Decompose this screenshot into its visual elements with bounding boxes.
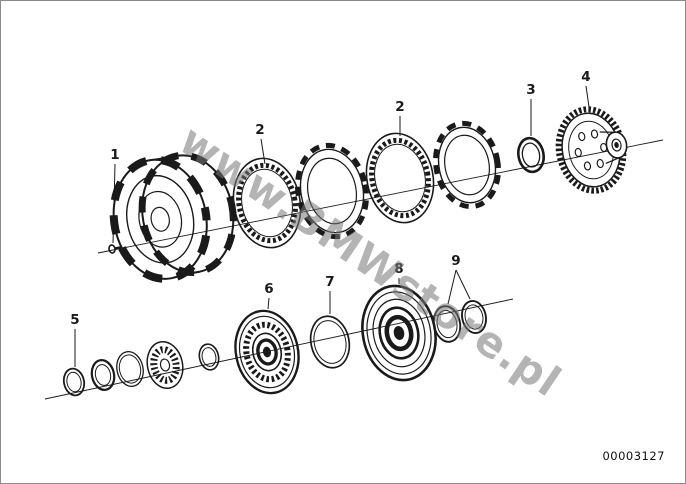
part-label-1: 1 <box>110 147 119 163</box>
washer-ring <box>116 351 144 387</box>
leader-lines <box>74 85 590 367</box>
spacer-ring <box>198 343 220 371</box>
part-5-snap-ring <box>62 367 86 397</box>
bolt <box>108 244 122 254</box>
part-label-9: 9 <box>451 253 460 269</box>
part-6-bearing-drum <box>234 309 300 395</box>
bore <box>262 346 272 358</box>
part-label-6: 6 <box>264 281 273 297</box>
part-label-2a: 2 <box>255 122 264 138</box>
part-7-sealing-ring <box>309 315 351 369</box>
part-label-4: 4 <box>581 69 590 85</box>
part-label-7: 7 <box>325 274 334 290</box>
bore <box>393 326 405 340</box>
part-9-ring-1 <box>432 305 462 343</box>
part-label-5: 5 <box>70 312 79 328</box>
part-8-piston <box>361 284 437 382</box>
piston-hub <box>384 314 414 352</box>
part-4-output-gear <box>555 106 628 194</box>
steel-plate-1 <box>294 142 370 240</box>
part-9-ring-2 <box>461 300 487 334</box>
leader-line-6 <box>267 297 270 310</box>
document-number: 00003127 <box>602 449 665 463</box>
leader-line-4 <box>585 85 590 108</box>
gear-hub <box>599 131 628 165</box>
part-label-8: 8 <box>394 261 403 277</box>
part-labels: 1 2 2 3 4 5 6 7 8 9 <box>70 69 590 328</box>
leader-line-9a <box>447 269 457 305</box>
part-2-friction-plate-2 <box>365 132 435 224</box>
steel-plate-2 <box>433 120 501 210</box>
axis-line-lower <box>44 298 514 400</box>
part-label-3: 3 <box>526 82 535 98</box>
part-label-2b: 2 <box>395 99 404 115</box>
part-2-friction-plate-1 <box>232 157 302 249</box>
spline-disc <box>146 340 184 390</box>
leader-line-9b <box>455 269 471 300</box>
leader-line-2a <box>260 138 266 165</box>
bearing-balls <box>243 321 291 383</box>
shim-ring <box>90 359 116 391</box>
part-3-lock-ring <box>517 136 545 174</box>
leader-line-1 <box>112 163 116 244</box>
part-1-clutch-drum <box>109 151 237 283</box>
gear-bolt-holes <box>574 129 608 171</box>
